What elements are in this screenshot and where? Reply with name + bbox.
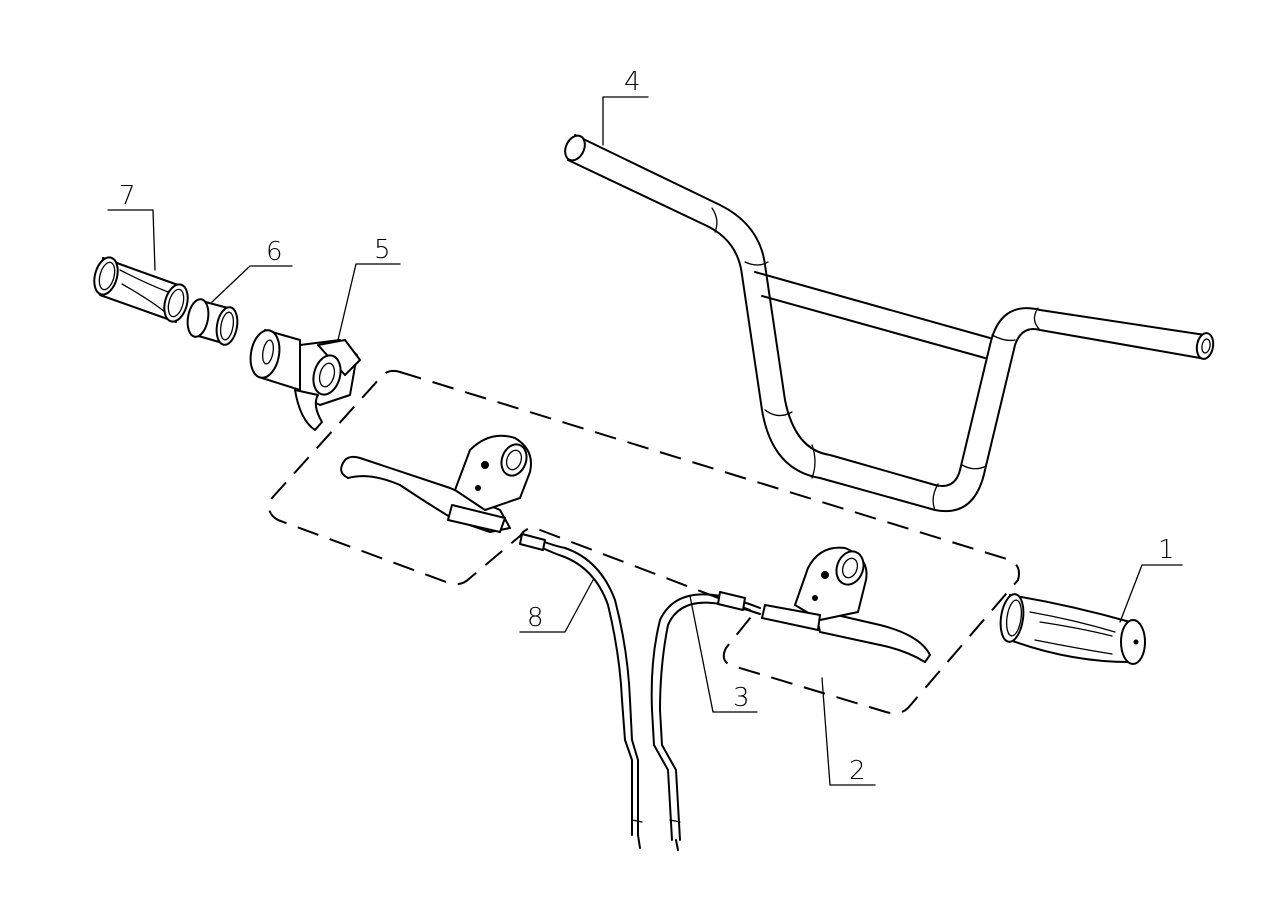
callout-3: 3 [733, 683, 750, 713]
left-lever-group-outline [268, 369, 1020, 715]
callout-8: 8 [527, 603, 544, 633]
callout-5: 5 [374, 235, 391, 265]
brake-cables [519, 533, 761, 851]
right-brake-lever [761, 546, 931, 663]
callout-1: 1 [1158, 535, 1175, 565]
left-brake-lever [340, 434, 532, 533]
handlebar [564, 134, 1215, 513]
right-grip [999, 593, 1146, 665]
spacer-ring [186, 298, 239, 346]
throttle-assembly [249, 329, 361, 431]
callout-2: 2 [849, 756, 866, 786]
callout-6: 6 [266, 237, 283, 267]
left-grip [93, 256, 189, 323]
callout-7: 7 [119, 181, 136, 211]
leader-lines [107, 96, 1183, 786]
callout-4: 4 [624, 67, 641, 97]
